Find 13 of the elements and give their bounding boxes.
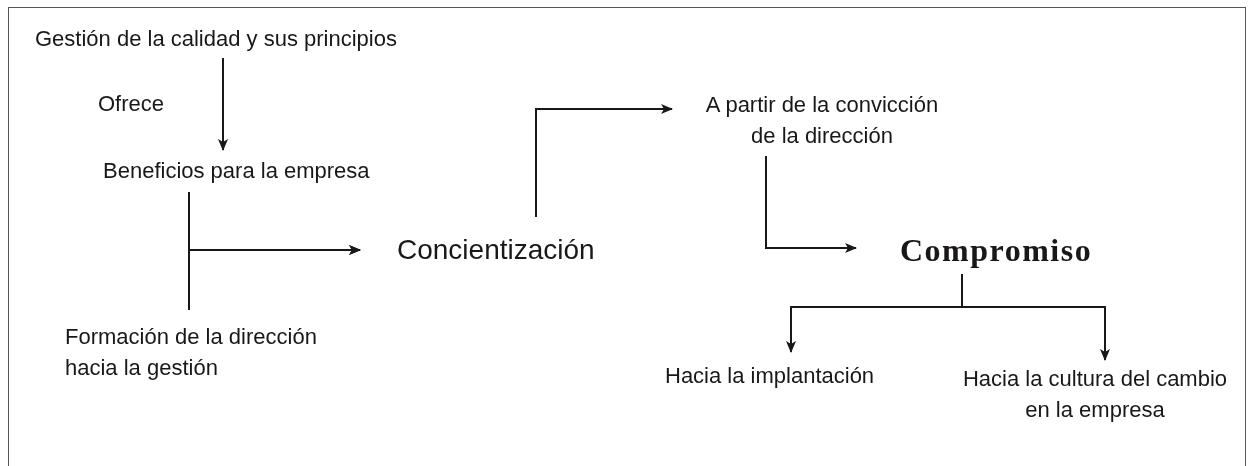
node-label: Gestión de la calidad y sus principios <box>35 25 397 53</box>
arrow <box>535 104 673 218</box>
node-label: Hacia la cultura del cambio en la empresa <box>961 365 1229 424</box>
arrow <box>765 155 857 253</box>
node-label: A partir de la convicción de la dirección <box>704 91 940 150</box>
arrow <box>188 245 361 311</box>
arrow <box>218 57 228 151</box>
node-label: Concientización <box>397 233 595 268</box>
arrow <box>961 273 1110 361</box>
node-label: Compromiso <box>900 230 1093 270</box>
node-label: Hacia la implantación <box>665 361 875 390</box>
node-label: Beneficios para la empresa <box>103 156 370 185</box>
node-label: Formación de la dirección hacia la gestión <box>65 323 318 383</box>
